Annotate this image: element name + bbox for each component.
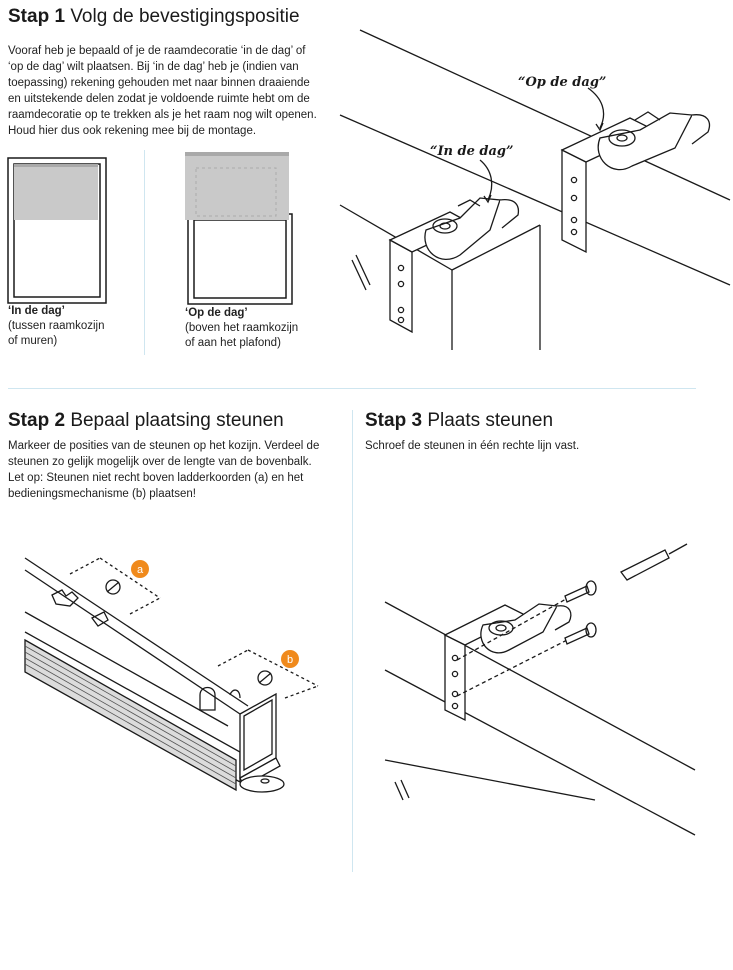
marker-a-badge — [131, 560, 149, 578]
step1-body-line: toepassing) rekening gehouden met naar b… — [8, 77, 310, 89]
marker-b-badge — [281, 650, 299, 668]
step2-body-line: bedieningsmechanisme (b) plaatsen! — [8, 488, 196, 500]
caption-op-de-dag: ‘Op de dag’ (boven het raamkozijn of aan… — [185, 306, 298, 351]
step1-number: Stap 1 — [8, 6, 66, 27]
step3-title: Plaats steunen — [427, 410, 554, 431]
step1-body-line: Vooraf heb je bepaald of je de raamdecor… — [8, 45, 306, 57]
step2-body-line: steunen zo gelijk mogelijk over de lengt… — [8, 456, 312, 468]
section-divider — [8, 388, 696, 389]
bracket-positions-illustration: “In de dag” “Op de dag” — [339, 29, 731, 350]
step1-body-line: Houd hier dus ook rekening mee bij de mo… — [8, 125, 257, 137]
step2-body: Markeer de posities van de steunen op he… — [8, 438, 348, 502]
label-op-de-dag: “Op de dag” — [518, 75, 606, 90]
caption-op-de-dag-title: ‘Op de dag’ — [185, 307, 248, 319]
step3-heading: Stap 3 Plaats steunen — [365, 410, 553, 432]
step2-number: Stap 2 — [8, 410, 66, 431]
window-in-de-dag-diagram — [7, 157, 107, 304]
caption-in-de-dag-title: ‘In de dag’ — [8, 305, 65, 317]
window-op-de-dag-diagram — [185, 152, 293, 305]
label-in-de-dag: “In de dag” — [430, 144, 514, 159]
step1-body-line: en uitstekende delen zodat je voldoende … — [8, 93, 310, 105]
step1-body-line: ‘op de dag’ wilt plaatsen. Bij ‘in de da… — [8, 61, 299, 73]
step2-title: Bepaal plaatsing steunen — [70, 410, 284, 431]
step1-body-line: raamdecoratie op te trekken als je het r… — [8, 109, 317, 121]
step3-body-line: Schroef de steunen in één rechte lijn va… — [365, 440, 580, 452]
headrail-illustration: a b — [24, 557, 319, 793]
step1-heading: Stap 1 Volg de bevestigingspositie — [8, 6, 300, 28]
step3-body: Schroef de steunen in één rechte lijn va… — [365, 438, 705, 454]
marker-b-label: b — [287, 654, 293, 666]
caption-op-de-dag-line2: of aan het plafond) — [185, 337, 281, 349]
step1-body: Vooraf heb je bepaald of je de raamdecor… — [8, 43, 338, 139]
step2-heading: Stap 2 Bepaal plaatsing steunen — [8, 410, 284, 432]
step1-divider — [144, 150, 145, 355]
caption-in-de-dag: ‘In de dag’ (tussen raamkozijn of muren) — [8, 304, 105, 349]
marker-a-label: a — [137, 564, 144, 576]
caption-op-de-dag-line1: (boven het raamkozijn — [185, 322, 299, 334]
step1-title: Volg de bevestigingspositie — [70, 6, 300, 27]
step2-body-line: Let op: Steunen niet recht boven ladderk… — [8, 472, 304, 484]
caption-in-de-dag-line1: (tussen raamkozijn — [8, 320, 105, 332]
step2-body-line: Markeer de posities van de steunen op he… — [8, 440, 320, 452]
screw-mounting-illustration — [384, 543, 696, 836]
caption-in-de-dag-line2: of muren) — [8, 335, 58, 347]
step3-number: Stap 3 — [365, 410, 423, 431]
step2-3-divider — [352, 410, 353, 872]
